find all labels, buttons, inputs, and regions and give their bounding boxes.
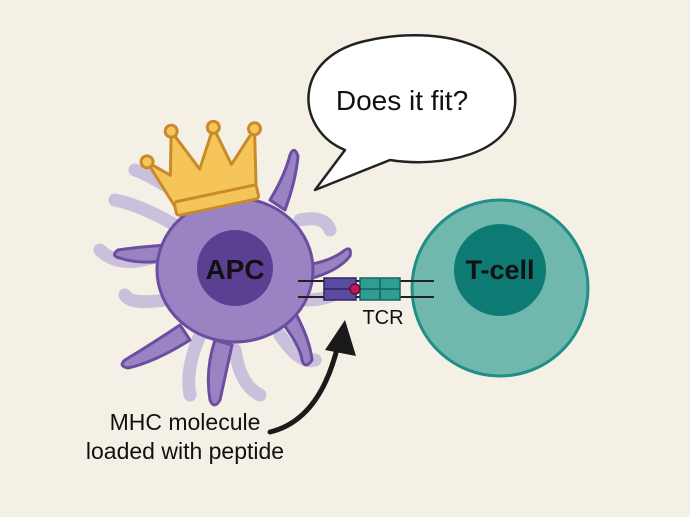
speech-bubble: Does it fit? (307, 33, 517, 192)
tcr-label: TCR (362, 307, 403, 329)
mhc-tcr-complex (298, 277, 434, 301)
tcell-nucleus (454, 224, 546, 316)
mhc-label-line1: MHC molecule (110, 409, 261, 435)
speech-bubble-text: Does it fit? (336, 85, 468, 116)
apc-front-dendrites (113, 148, 352, 407)
crown-icon (139, 119, 263, 217)
peptide (349, 283, 361, 295)
pointer-arrow (267, 320, 356, 435)
apc-nucleus (197, 230, 273, 306)
tcell-label: T-cell (465, 255, 534, 285)
apc-label: APC (205, 254, 264, 285)
mhc-label-line2: loaded with peptide (86, 438, 284, 464)
